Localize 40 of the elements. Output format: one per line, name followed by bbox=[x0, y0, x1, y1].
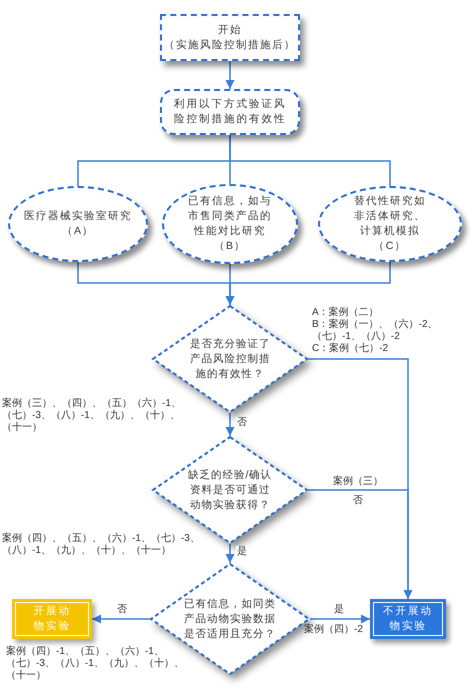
decision-diamond bbox=[152, 436, 308, 544]
case-note: B：案例（一）、（六）-2、（七）-1、（八）-2 bbox=[312, 319, 439, 342]
outcome-box bbox=[370, 599, 446, 639]
step-text: 开始 bbox=[218, 22, 242, 38]
step-text: 利用以下方式验证风险控制措施的有效性 bbox=[172, 97, 288, 127]
method-text: （B） bbox=[214, 239, 246, 254]
question-text: 是否充分验证了产品风险控制措施的有效性？ bbox=[188, 336, 272, 382]
edge-label: 否 bbox=[352, 495, 364, 507]
outcome-text: 开展动物实验 bbox=[32, 604, 72, 634]
method-text: 已有信息，如与市售同类产品的性能对比研究 bbox=[187, 194, 273, 239]
method-text: 医疗器械实验室研究 bbox=[24, 209, 132, 224]
arrow bbox=[92, 614, 150, 624]
connector-line bbox=[229, 135, 391, 186]
case-note: A：案例（二） bbox=[312, 307, 379, 318]
question-text: 已有信息，如同类产品动物实验数据是否适用且充分？ bbox=[183, 596, 277, 642]
arrow bbox=[226, 262, 391, 305]
step-text: （实施风险控制措施后） bbox=[164, 38, 296, 52]
question-text: 缺乏的经验/确认资料是否可通过动物实验获得？ bbox=[187, 468, 273, 512]
edge-label: 否 bbox=[236, 417, 248, 429]
process-box bbox=[160, 89, 300, 135]
arrow bbox=[308, 489, 412, 599]
arrow bbox=[310, 614, 370, 624]
method-text: 替代性研究如非活体研究、计算机模拟 bbox=[353, 194, 427, 239]
case-note: 案例（三） bbox=[333, 476, 383, 488]
case-note: 案例（四）-1、（五）、（六）-1、（七）-3、（八）-1、（九）、（十）、（十一） bbox=[6, 646, 185, 682]
case-note: 案例（四）-2 bbox=[304, 624, 363, 636]
edge-label: 是 bbox=[236, 546, 248, 558]
case-note: C：案例（七）-2 bbox=[312, 343, 388, 355]
outcome-box bbox=[12, 599, 92, 639]
method-text: （C） bbox=[374, 239, 406, 254]
arrow bbox=[226, 544, 234, 563]
edge-label: 是 bbox=[333, 604, 345, 616]
arrow bbox=[226, 413, 234, 436]
edge-label: 否 bbox=[116, 604, 128, 616]
arrow bbox=[226, 61, 234, 89]
outcome-text: 不开展动物实验 bbox=[382, 604, 434, 634]
case-note: 案例（四）、（五）、（六）-1、（七）-3、（八）-1、（九）、（十）、（十一） bbox=[2, 533, 201, 557]
case-note: 案例（三）、（四）、（五）（六）-1、（七）-3、（八）-1、（九）、（十）、（十一） bbox=[2, 398, 182, 434]
method-text: （A） bbox=[62, 224, 94, 239]
start-box bbox=[160, 14, 300, 61]
